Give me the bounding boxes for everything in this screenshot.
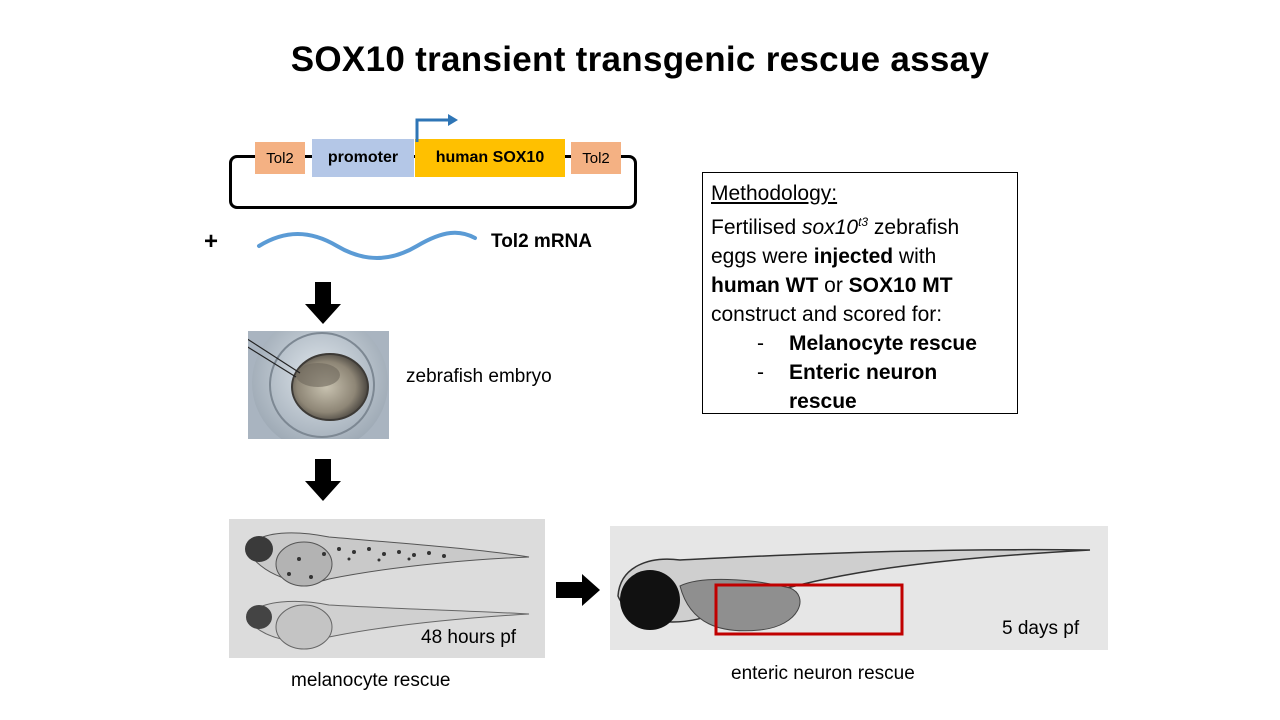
melanocyte-rescue-label: melanocyte rescue: [291, 670, 451, 691]
tol2-left-segment: Tol2: [255, 142, 305, 174]
methodology-text: Fertilised: [711, 216, 803, 239]
methodology-line-3: human WT or SOX10 MT: [711, 271, 1009, 300]
list-item-text: rescue: [789, 390, 857, 413]
methodology-box: Methodology: Fertilised sox10t3 zebrafis…: [702, 172, 1018, 414]
right-arrow-icon: [556, 574, 600, 606]
list-item: - Enteric neuron: [711, 358, 1009, 387]
promoter-arrow-icon: [415, 114, 458, 142]
methodology-heading: Methodology:: [711, 182, 838, 205]
methodology-line-2: eggs were injected with: [711, 242, 1009, 271]
mrna-wave-icon: [257, 230, 477, 260]
promoter-segment: promoter: [312, 139, 414, 177]
enteric-neuron-rescue-label: enteric neuron rescue: [731, 663, 915, 684]
enteric-region-highlight: [714, 583, 904, 636]
list-dash: -: [757, 361, 764, 384]
methodology-text: or: [818, 274, 849, 297]
diagram-title: SOX10 transient transgenic rescue assay: [290, 40, 990, 79]
methodology-text: zebrafish: [868, 216, 960, 239]
timepoint-5d-label: 5 days pf: [1002, 618, 1080, 639]
zebrafish-embryo-image: [248, 331, 389, 439]
down-arrow-icon: [305, 282, 341, 324]
embryo-label: zebrafish embryo: [406, 366, 552, 387]
list-dash: -: [757, 332, 764, 355]
timepoint-48h-label: 48 hours pf: [421, 627, 517, 648]
human-wt-emphasis: human WT: [711, 274, 819, 297]
methodology-line-1: Fertilised sox10t3 zebrafish: [711, 208, 1009, 242]
list-item: - Melanocyte rescue: [711, 329, 1009, 358]
allele-superscript: t3: [858, 215, 869, 229]
methodology-text: eggs were: [711, 245, 814, 268]
tol2-mrna-label: Tol2 mRNA: [491, 231, 592, 252]
plus-sign: +: [204, 228, 219, 255]
sox10-mt-emphasis: SOX10 MT: [848, 274, 953, 297]
down-arrow-icon: [305, 459, 341, 501]
methodology-line-4: construct and scored for:: [711, 303, 943, 326]
melanocyte-larvae-image: [229, 519, 545, 658]
human-sox10-segment: human SOX10: [415, 139, 565, 177]
list-indent: [757, 387, 789, 416]
tol2-right-segment: Tol2: [571, 142, 621, 174]
list-item-text: Melanocyte rescue: [789, 332, 977, 355]
enteric-larva-image: [610, 526, 1108, 650]
gene-name: sox10: [802, 216, 859, 239]
list-item-text: Enteric neuron: [789, 361, 938, 384]
injected-emphasis: injected: [813, 245, 894, 268]
list-item-continuation: rescue: [711, 387, 1009, 416]
methodology-text: with: [893, 245, 937, 268]
